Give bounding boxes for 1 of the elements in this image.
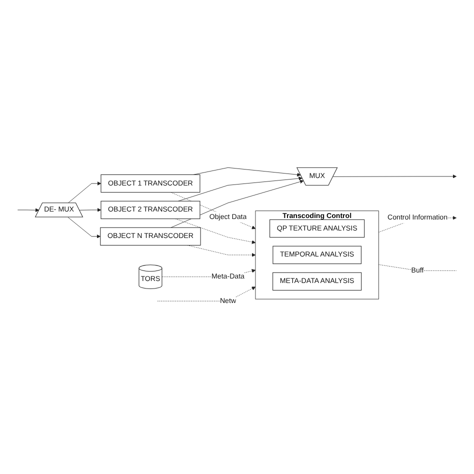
connector [378, 264, 457, 271]
